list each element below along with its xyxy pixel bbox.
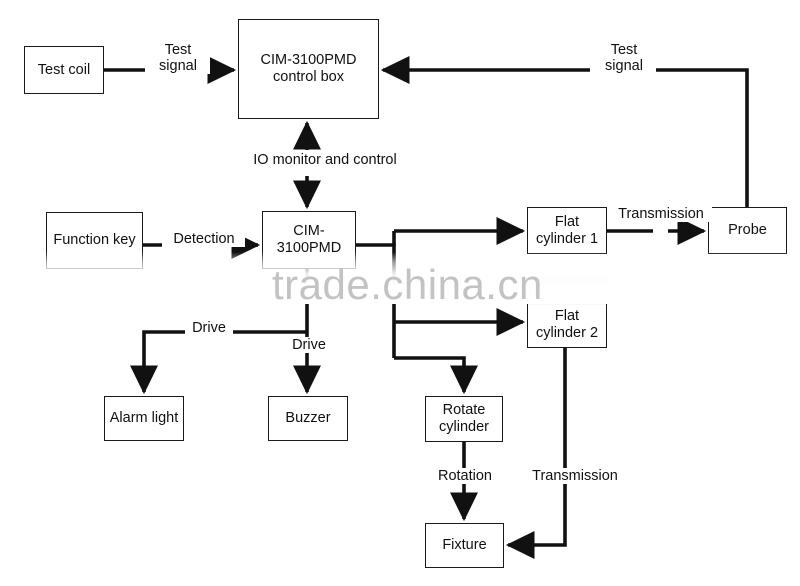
node-control-box[interactable]: CIM-3100PMD control box xyxy=(238,19,379,119)
node-probe[interactable]: Probe xyxy=(708,207,787,254)
edge-label-drive-vertical: Drive xyxy=(285,337,333,354)
edge-label-transmission-bottom: Transmission xyxy=(524,468,626,485)
edge-label-detection: Detection xyxy=(163,231,245,248)
watermark-text: trade.china.cn xyxy=(272,261,543,308)
edge-label-test-signal-right: Test signal xyxy=(592,42,656,75)
edge-label-rotation: Rotation xyxy=(430,468,500,485)
node-flat-cylinder-1[interactable]: Flat cylinder 1 xyxy=(527,207,607,254)
wire-trunk-to-rotate-cylinder xyxy=(394,356,479,395)
node-rotate-cylinder[interactable]: Rotate cylinder xyxy=(425,396,503,442)
node-alarm-light[interactable]: Alarm light xyxy=(104,396,184,441)
edge-label-io-monitor-and-control: IO monitor and control xyxy=(237,152,413,169)
node-flat-cylinder-2[interactable]: Flat cylinder 2 xyxy=(527,301,607,348)
edge-label-drive-horizontal: Drive xyxy=(185,320,233,337)
node-fixture[interactable]: Fixture xyxy=(425,523,504,568)
wire-drive-to-alarm-light xyxy=(129,330,307,395)
edge-label-test-signal-left: Test signal xyxy=(146,42,210,75)
wire-flat-cylinder-2-to-fixture xyxy=(505,348,567,560)
node-buzzer[interactable]: Buzzer xyxy=(268,396,348,441)
node-test-coil[interactable]: Test coil xyxy=(24,46,104,94)
edge-label-transmission-top: Transmission xyxy=(610,206,712,223)
wire-probe-to-control-box xyxy=(655,68,749,207)
node-function-key[interactable]: Function key xyxy=(46,212,143,269)
